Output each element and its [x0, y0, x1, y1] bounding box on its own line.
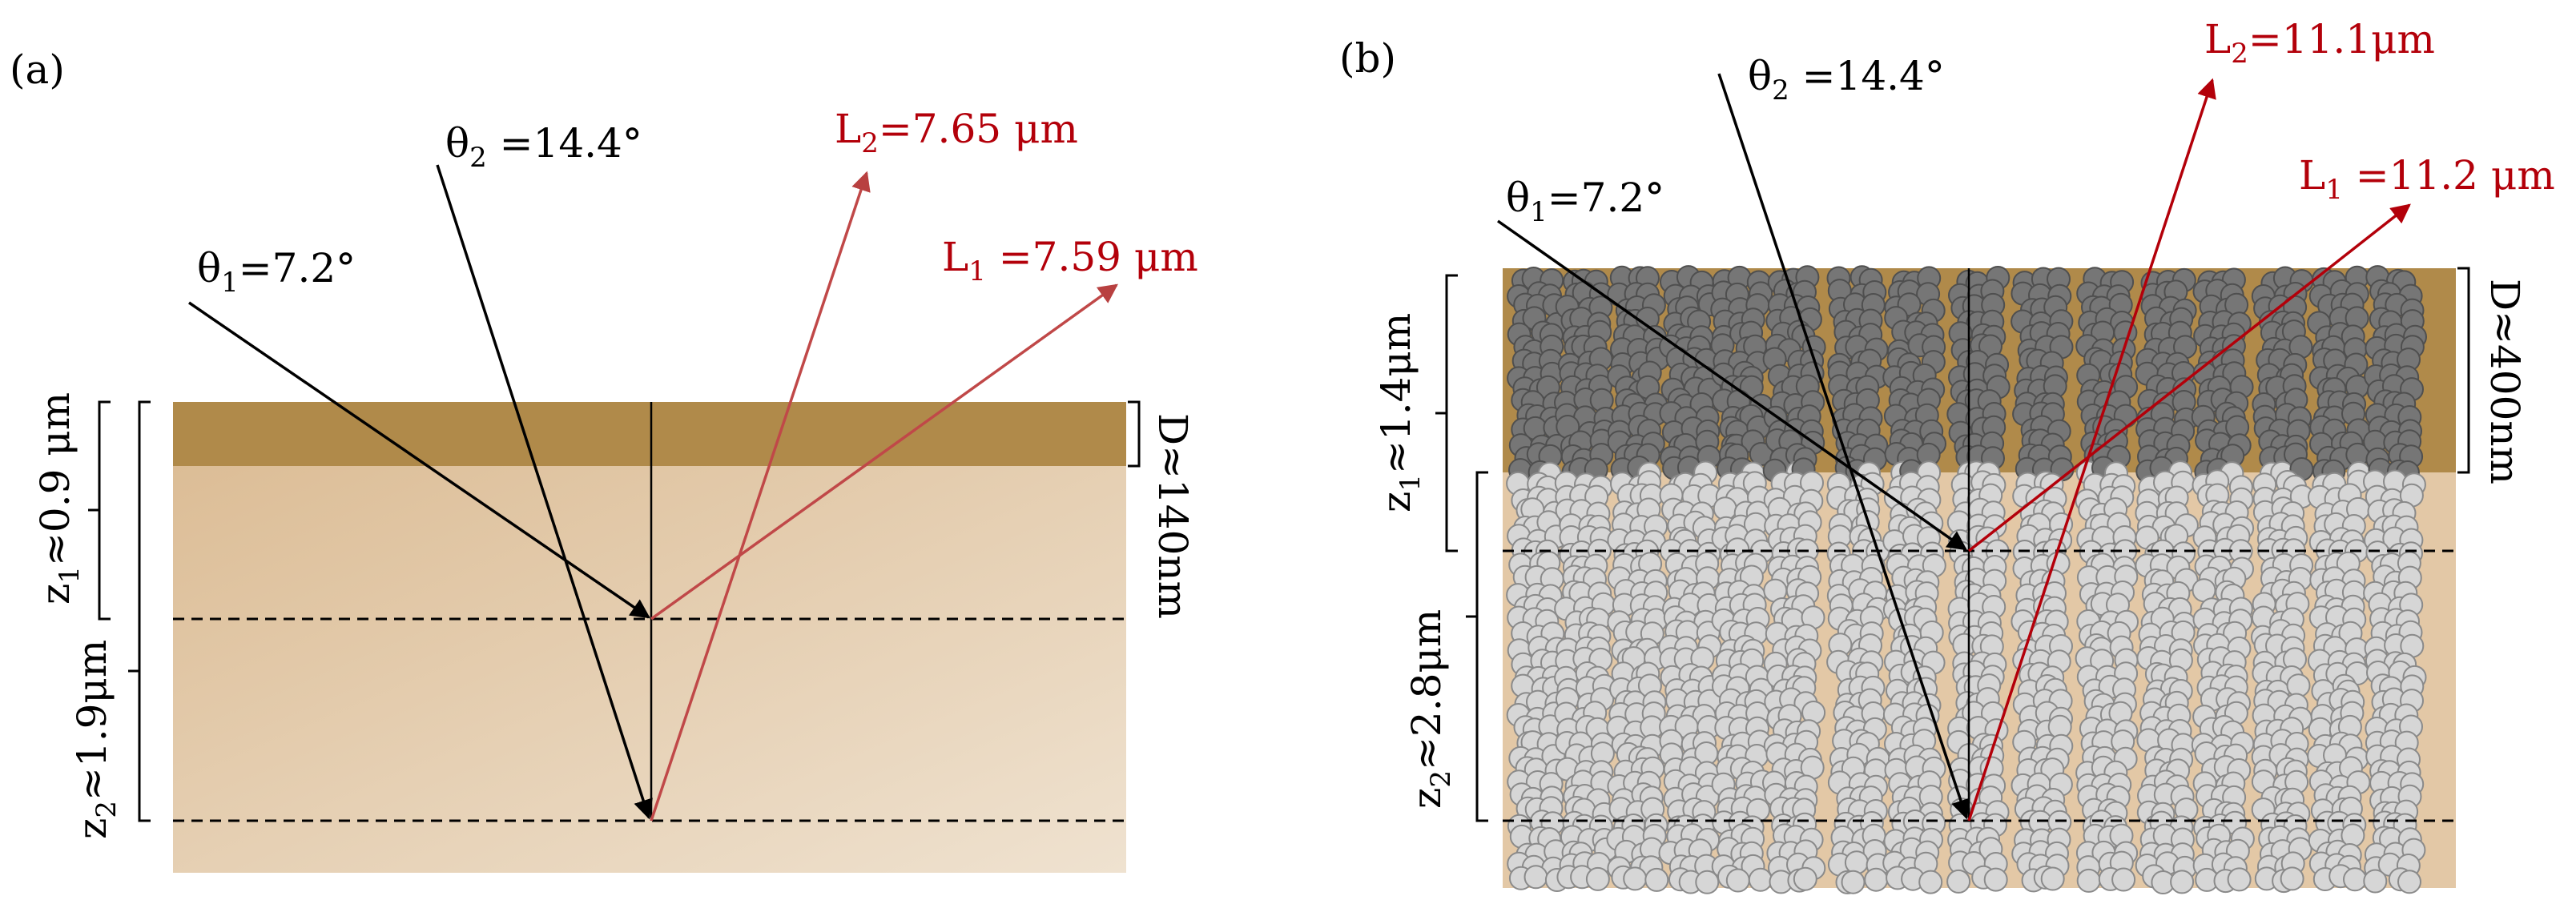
thickness-bracket-D-b	[2457, 267, 2470, 474]
nanoparticle-columns-b	[1506, 265, 2427, 894]
reflected-ray-L1-a	[650, 283, 1118, 621]
reflected-ray-L2-a	[650, 171, 871, 822]
top-film-layer-a	[173, 402, 1126, 466]
nanoparticle-sphere	[2227, 867, 2252, 892]
z2-label-b: z2≈2.8μm	[1403, 609, 1457, 809]
panel-a-tag: (a)	[10, 46, 65, 93]
incident-ray-theta1-b	[1496, 219, 1968, 551]
theta1-label-b: θ1=7.2°	[1506, 175, 1664, 228]
reflected-ray-L1-b	[1967, 203, 2411, 552]
nanoparticle-sphere	[2076, 868, 2101, 893]
nanoparticle-sphere	[1793, 866, 1817, 891]
nanoparticle-sphere	[1623, 866, 1648, 891]
nanoparticle-sphere	[2040, 866, 2065, 891]
incident-ray-theta1-a	[188, 301, 651, 619]
nanoparticle-sphere	[1644, 867, 1669, 892]
nanoparticle-sphere	[2363, 869, 2388, 894]
reflected-ray-L2-b	[1967, 78, 2216, 822]
incident-ray-theta2-a	[436, 164, 653, 820]
nanoparticle-sphere	[2397, 870, 2421, 894]
nanoparticle-sphere	[2111, 867, 2136, 892]
nanoparticle-sphere	[1841, 870, 1866, 894]
theta2-label-a: θ2 =14.4°	[445, 120, 642, 174]
nanoparticle-sphere	[1748, 867, 1773, 892]
depth-bracket-z1-b	[1445, 274, 1458, 552]
z2-label-a: z2≈1.9μm	[69, 640, 123, 839]
nanoparticle-sphere	[1918, 870, 1943, 894]
nanoparticle-sphere	[1585, 866, 1610, 891]
nanoparticle-sphere	[2343, 867, 2367, 892]
L1-label-b: L1 =11.2 μm	[2299, 152, 2555, 206]
nanoparticle-sphere	[1946, 869, 1971, 894]
nanoparticle-sphere	[2170, 870, 2195, 894]
panel-b: (b) θ2 =14.4° θ1=7.2° L2=11.1μm L1 =11.2…	[1339, 16, 2555, 894]
L2-label-a: L2=7.65 μm	[835, 106, 1078, 159]
nanoparticle-sphere	[1523, 865, 1548, 890]
z1-label-a: z1≈0.9 μm	[32, 392, 86, 605]
nanoparticle-sphere	[1695, 870, 1720, 894]
depth-bracket-z2-b	[1475, 471, 1488, 822]
L1-label-a: L1 =7.59 μm	[942, 234, 1198, 287]
incident-ray-theta2-b	[1717, 73, 1970, 820]
z1-label-b: z1≈1.4μm	[1373, 313, 1427, 512]
D-label-b: D≈400nm	[2481, 279, 2528, 484]
theta2-label-b: θ2 =14.4°	[1748, 53, 1945, 106]
theta1-label-a: θ1=7.2°	[197, 245, 356, 299]
thickness-bracket-D-a	[1128, 400, 1141, 468]
nanoparticle-sphere	[1725, 868, 1750, 893]
depth-bracket-z1-a	[98, 400, 111, 621]
nanoparticle-sphere	[1983, 867, 2008, 892]
nanoparticle-sphere	[1864, 867, 1889, 892]
depth-bracket-z2-a	[138, 400, 151, 822]
substrate-layer-a	[173, 466, 1126, 873]
nanoparticle-sphere	[2280, 866, 2304, 891]
panel-b-tag: (b)	[1339, 35, 1396, 82]
panel-a: (a) θ2 =14.4° θ1=7.2° L2=7.65 μm L1 =7.5…	[10, 46, 1198, 873]
L2-label-b: L2=11.1μm	[2204, 16, 2435, 70]
D-label-a: D≈140nm	[1149, 413, 1196, 619]
